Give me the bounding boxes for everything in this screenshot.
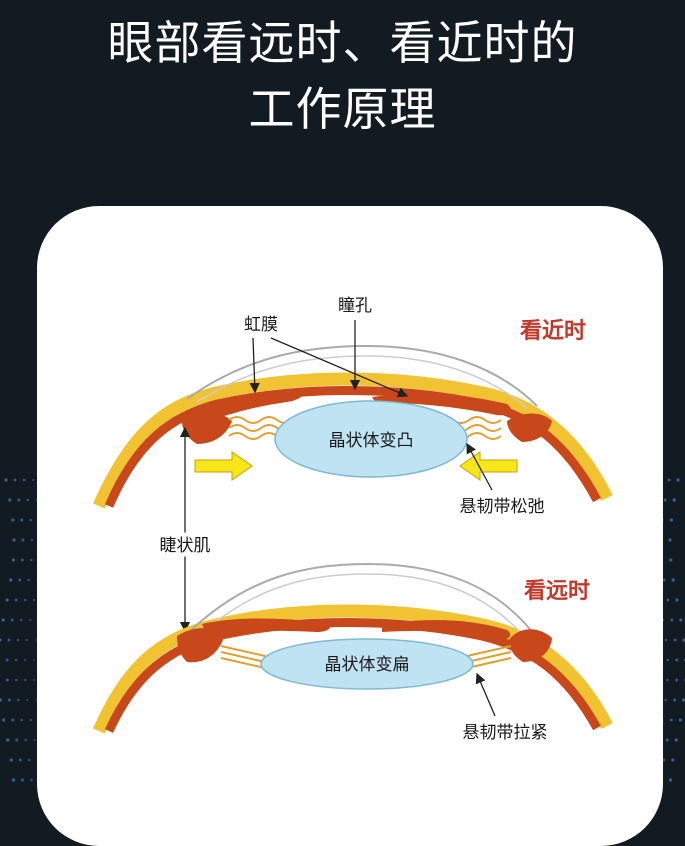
far-iris-right [382, 620, 511, 640]
far-zonules-left [220, 645, 266, 669]
far-sclera [93, 604, 613, 734]
far-ciliary-left [177, 628, 223, 663]
far-lens [260, 638, 474, 690]
far-state-label: 看远时 [524, 579, 590, 604]
near-lens [274, 400, 468, 478]
near-arrow-left [194, 451, 253, 481]
far-view-eye: 晶状体变扁 [93, 562, 613, 734]
eye-accommodation-diagram: 晶状体变凸 虹膜 瞳孔 看近时 悬韧带松弛 睫状肌 [93, 296, 613, 743]
far-iris-left [202, 618, 331, 636]
near-state-label: 看近时 [520, 318, 586, 344]
near-ciliary-right [507, 413, 552, 442]
near-cornea [186, 344, 538, 407]
far-cornea [186, 562, 538, 639]
iris-pointer [249, 337, 260, 394]
title-line-2: 工作原理 [248, 82, 437, 136]
near-ciliary-left [182, 413, 232, 444]
near-zonule-label: 悬韧带松弛 [460, 497, 545, 517]
near-iris-right [372, 393, 512, 416]
near-arrow-right [459, 451, 518, 481]
far-ciliary-right [509, 629, 552, 662]
far-zonule-label: 悬韧带拉紧 [463, 723, 548, 743]
near-lens-label: 晶状体变凸 [329, 431, 414, 451]
near-view-eye: 晶状体变凸 [93, 344, 613, 509]
iris-label: 虹膜 [244, 315, 278, 335]
far-lens-label: 晶状体变扁 [325, 655, 410, 675]
far-zonules-right [466, 645, 512, 669]
iris-pointer-right [270, 337, 409, 398]
title-line-1: 眼部看远时、看近时的 [107, 16, 578, 70]
far-zonule-pointer [475, 672, 496, 717]
far-choroid [104, 618, 601, 733]
near-zonule-pointer [466, 442, 493, 491]
ciliary-muscle-label: 睫状肌 [160, 536, 211, 556]
pupil-label: 瞳孔 [338, 296, 372, 316]
page-title: 眼部看远时、看近时的 工作原理 [0, 10, 685, 142]
diagram-card: 晶状体变凸 虹膜 瞳孔 看近时 悬韧带松弛 睫状肌 [37, 206, 663, 846]
